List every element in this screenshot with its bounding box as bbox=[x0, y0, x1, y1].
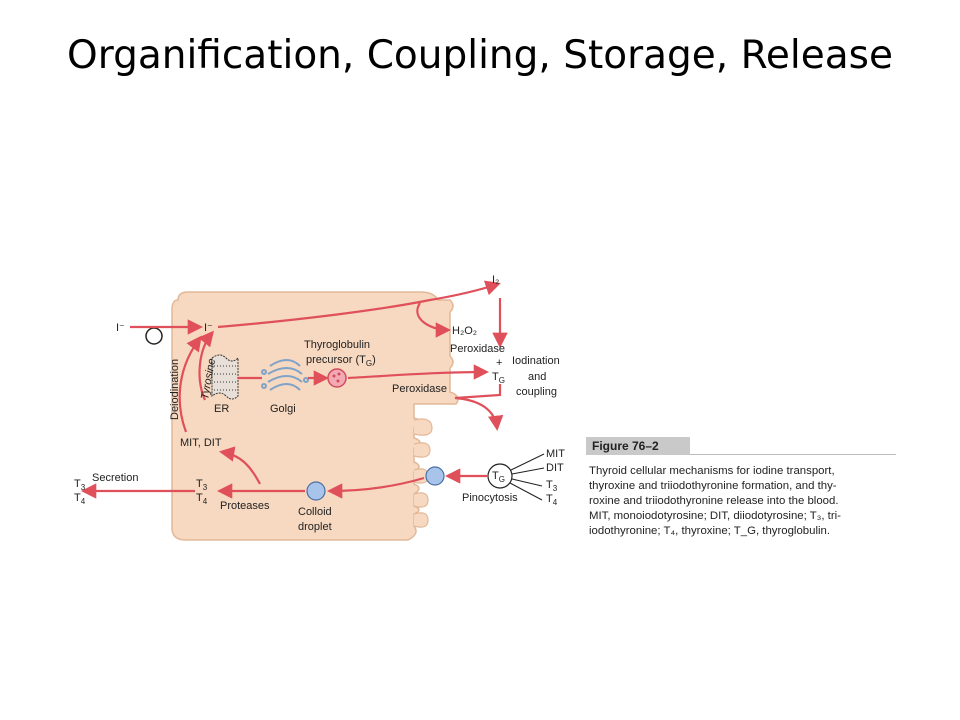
label-er: ER bbox=[214, 403, 229, 415]
label-secretion: Secretion bbox=[92, 472, 138, 484]
label-golgi: Golgi bbox=[270, 403, 296, 415]
label-dit: DIT bbox=[546, 462, 564, 474]
figure-tag: Figure 76–2 bbox=[586, 437, 690, 455]
pinocytotic-vesicle bbox=[425, 466, 445, 486]
label-deiodination: Deiodination bbox=[169, 359, 181, 420]
iodide-pump bbox=[145, 327, 163, 345]
thyroglobulin-vesicle bbox=[327, 368, 347, 388]
colloid-droplet bbox=[306, 481, 326, 501]
label-mit: MIT bbox=[546, 448, 565, 460]
er-organelle bbox=[211, 354, 239, 400]
label-peroxidase-mid: Peroxidase bbox=[392, 383, 447, 395]
microvilli bbox=[413, 418, 433, 528]
caption-rule bbox=[690, 454, 896, 455]
label-iodine: I₂ bbox=[492, 274, 499, 286]
tg-radiating-lines bbox=[509, 453, 545, 501]
label-tg-precursor-2: precursor (TG) bbox=[306, 354, 376, 368]
slide-title: Organification, Coupling, Storage, Relea… bbox=[67, 33, 893, 78]
label-droplet: droplet bbox=[298, 521, 332, 533]
label-tg-circle: TG bbox=[492, 470, 505, 484]
label-plus: + bbox=[496, 357, 502, 369]
label-t4-right: T4 bbox=[546, 493, 558, 507]
label-t3-out: T3 bbox=[74, 478, 86, 492]
label-t4-in: T4 bbox=[196, 492, 208, 506]
figure-tag-label: Figure 76–2 bbox=[592, 439, 659, 453]
label-mit-dit: MIT, DIT bbox=[180, 437, 222, 449]
label-t3-in: T3 bbox=[196, 478, 208, 492]
label-coupling: coupling bbox=[516, 386, 557, 398]
label-tg-colloid: TG bbox=[492, 371, 505, 385]
label-iodide-outside: I⁻ bbox=[116, 322, 125, 334]
golgi-organelle bbox=[261, 359, 309, 391]
label-pinocytosis: Pinocytosis bbox=[462, 492, 518, 504]
label-proteases: Proteases bbox=[220, 500, 270, 512]
follicular-cell bbox=[171, 291, 459, 541]
label-iodination: Iodination bbox=[512, 355, 560, 367]
label-peroxidase-top: Peroxidase bbox=[450, 343, 505, 355]
label-iodide-inside: I⁻ bbox=[204, 322, 213, 334]
label-h2o2: H₂O₂ bbox=[452, 325, 477, 337]
figure-caption: Thyroid cellular mechanisms for iodine t… bbox=[589, 465, 841, 537]
label-colloid: Colloid bbox=[298, 506, 332, 518]
figure-caption-header: Figure 76–2 bbox=[586, 437, 896, 455]
label-iodination-and: and bbox=[528, 371, 546, 383]
label-t4-out: T4 bbox=[74, 492, 86, 506]
label-t3-right: T3 bbox=[546, 479, 558, 493]
pathway-arrows bbox=[80, 280, 508, 499]
label-tg-precursor-1: Thyroglobulin bbox=[304, 339, 370, 351]
